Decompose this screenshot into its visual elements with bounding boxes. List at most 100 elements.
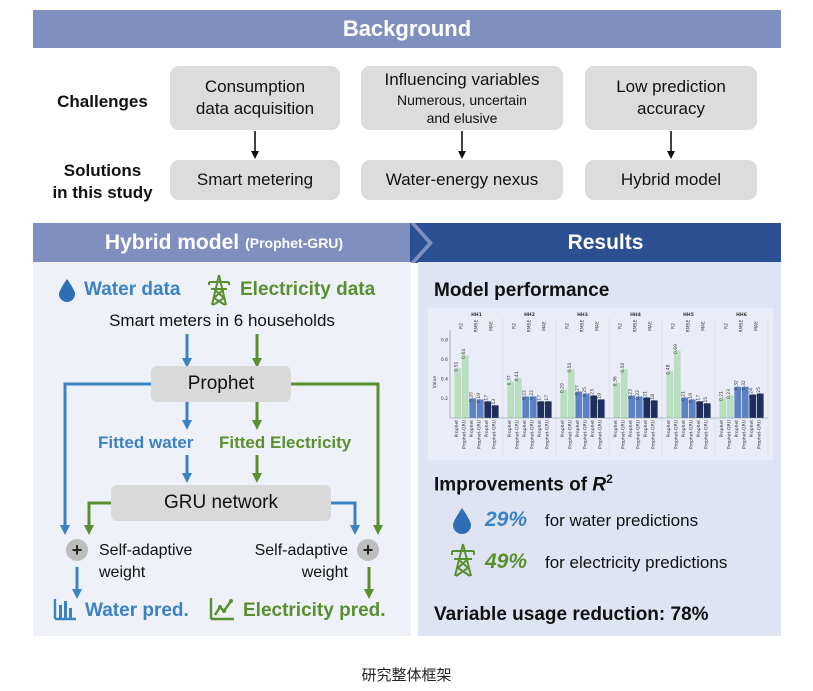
chart-xtick-0-0: Prophet — [454, 420, 460, 438]
chart-label-1-0: 0.37 — [507, 375, 513, 385]
chart-metric-3-1: RMSE — [633, 319, 639, 332]
chart-xtick-1-2: Prophet — [522, 420, 528, 438]
background-title: Background — [342, 16, 472, 41]
right-plus-icon: + — [357, 539, 379, 561]
chart-label-3-1: 0.50 — [620, 362, 626, 372]
gru-network-box: GRU network — [111, 485, 331, 521]
chart-label-5-0: 0.21 — [719, 391, 725, 401]
chart-metric-0-2: MAE — [489, 321, 495, 331]
chart-bar-3-5 — [650, 400, 658, 418]
chart-household-4: HH5 — [683, 312, 694, 318]
water-improvement-text: for water predictions — [545, 511, 699, 530]
chart-bar-1-0 — [507, 381, 515, 418]
chart-bar-2-3 — [582, 393, 590, 418]
solution-box-1: Smart metering — [170, 160, 340, 200]
hybrid-header: Hybrid model (Prophet-GRU) — [33, 223, 415, 263]
chart-bar-1-5 — [544, 401, 552, 418]
results-title-wrap: Results — [430, 223, 781, 263]
chart-ylabel: Value — [432, 376, 438, 389]
chart-bar-1-4 — [537, 401, 545, 418]
gru-to-right-plus — [331, 501, 360, 535]
chart-metric-4-2: MAE — [701, 321, 707, 331]
chart-bar-0-2 — [469, 398, 477, 418]
chart-metric-1-2: MAE — [542, 321, 548, 331]
fitted-water-label: Fitted water — [98, 433, 194, 452]
chart-label-4-3: 0.19 — [688, 393, 694, 403]
water-pred-label: Water pred. — [85, 600, 189, 621]
chart-label-5-3: 0.32 — [741, 380, 747, 390]
transmission-tower-icon — [208, 274, 230, 306]
chart-xtick-4-2: Prophet — [681, 420, 687, 438]
chart-label-4-1: 0.69 — [673, 344, 679, 354]
challenge-3-text: Low prediction accuracy — [616, 77, 726, 118]
chart-xtick-3-3: Prophet-GRU — [635, 420, 641, 449]
left-plus-icon: + — [66, 539, 88, 561]
chart-label-0-2: 0.20 — [469, 392, 475, 402]
chart-label-2-5: 0.19 — [597, 393, 603, 403]
chart-bar-0-1 — [461, 355, 469, 418]
chart-xtick-5-3: Prophet-GRU — [741, 420, 747, 449]
water-data-label: Water data — [84, 279, 181, 300]
electricity-improvement-pct: 49% — [485, 550, 528, 573]
chart-bar-5-2 — [734, 386, 742, 418]
improvements-r: R — [592, 474, 607, 496]
prophet-box: Prophet — [151, 366, 291, 402]
chart-xtick-1-3: Prophet-GRU — [529, 420, 535, 449]
chart-label-5-4: 0.24 — [749, 388, 755, 398]
chart-xtick-5-4: Prophet — [749, 420, 755, 438]
chart-label-4-0: 0.48 — [666, 364, 672, 374]
fitted-electricity-label: Fitted Electricity — [219, 433, 352, 452]
chart-label-4-4: 0.17 — [696, 395, 702, 405]
right-saw-line1: Self-adaptive — [254, 542, 348, 559]
chart-xtick-5-0: Prophet — [719, 420, 725, 438]
hybrid-header-shape — [33, 223, 433, 263]
chart-bar-1-3 — [529, 396, 537, 418]
improvements-sup: 2 — [606, 472, 613, 486]
chart-label-4-2: 0.21 — [681, 391, 687, 401]
chart-label-1-2: 0.22 — [522, 390, 528, 400]
solution-2-text: Water-energy nexus — [385, 170, 539, 189]
challenge-box-2: Influencing variables Numerous, uncertai… — [361, 66, 563, 130]
chart-bar-3-3 — [635, 396, 643, 418]
chart-metric-5-2: MAE — [754, 321, 760, 331]
gru-to-left-plus — [84, 501, 111, 535]
chart-xtick-4-1: Prophet-GRU — [673, 420, 679, 449]
chart-xtick-0-4: Prophet — [484, 420, 490, 438]
solutions-label: Solutions in this study — [40, 160, 165, 204]
chart-bar-4-3 — [688, 399, 696, 418]
line-chart-icon — [209, 598, 234, 621]
chart-bar-5-4 — [749, 394, 757, 418]
right-saw-line2: weight — [301, 564, 348, 581]
bar-chart-icon — [53, 599, 76, 621]
chart-label-5-5: 0.25 — [756, 387, 762, 397]
chart-xtick-4-4: Prophet — [696, 420, 702, 438]
chart-xtick-2-5: Prophet-GRU — [597, 420, 603, 449]
challenge-2-subtext: Numerous, uncertain and elusive — [397, 92, 527, 126]
chart-label-0-5: 0.13 — [491, 399, 497, 409]
improvements-prefix: Improvements of — [434, 474, 593, 496]
left-saw-line1: Self-adaptive — [99, 542, 193, 559]
chart-label-5-1: 0.23 — [726, 389, 732, 399]
chart-bar-5-0 — [719, 397, 727, 418]
chart-xtick-5-2: Prophet — [734, 420, 740, 438]
chart-xtick-4-3: Prophet-GRU — [688, 420, 694, 449]
chart-metric-1-1: RMSE — [527, 319, 533, 332]
chart-bar-4-1 — [673, 350, 681, 418]
water-drop-icon — [59, 279, 75, 302]
challenge-solution-arrows — [251, 131, 675, 159]
transmission-tower-icon-result — [451, 543, 475, 577]
chart-label-0-0: 0.51 — [454, 361, 460, 371]
left-saw-label: Self-adaptive weight — [99, 540, 192, 584]
chart-label-1-1: 0.41 — [514, 371, 520, 381]
chart-metric-1-0: R2 — [512, 323, 518, 329]
chart-xtick-5-1: Prophet-GRU — [726, 420, 732, 449]
chart-label-2-4: 0.23 — [590, 389, 596, 399]
chart-ytick-2: 0.6 — [441, 357, 448, 363]
chart-ytick-0: 0.2 — [441, 396, 448, 402]
prophet-bypass-elec — [291, 382, 383, 535]
chart-bar-2-0 — [560, 389, 568, 418]
chart-label-0-1: 0.64 — [461, 349, 467, 359]
left-saw-line2: weight — [99, 564, 146, 581]
chart-metric-4-1: RMSE — [686, 319, 692, 332]
